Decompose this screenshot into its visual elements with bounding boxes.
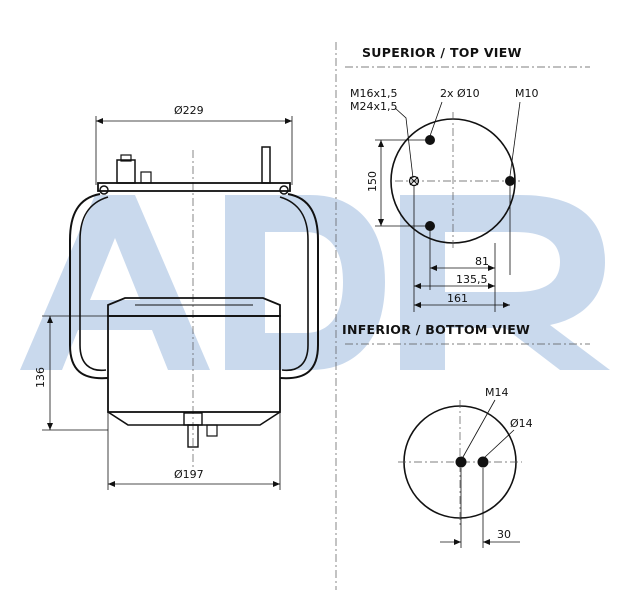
air-fitting (116, 159, 136, 184)
bottom-diameter-label: Ø197 (174, 468, 204, 481)
bottom-view: INFERIOR / BOTTOM VIEW M14 Ø14 30 (342, 322, 590, 548)
top-plate (97, 182, 291, 192)
dim-161-label: 161 (447, 292, 468, 305)
mounting-hole-bottom (425, 221, 435, 231)
bottom-view-title: INFERIOR / BOTTOM VIEW (342, 322, 530, 337)
height-label: 136 (34, 367, 47, 388)
rubber-bellow (69, 193, 319, 380)
dim-150-label: 150 (366, 171, 379, 192)
dim-81-label: 81 (475, 255, 489, 268)
mounting-stud (261, 146, 271, 184)
stud-m14-label: M14 (485, 386, 509, 399)
top-diameter-label: Ø229 (174, 104, 204, 117)
watermark-logo (20, 195, 610, 370)
hole-14 (477, 456, 489, 468)
stud-label: M10 (515, 87, 539, 100)
air-inlet (408, 175, 420, 187)
stud-m10 (505, 176, 515, 186)
holes-label: 2x Ø10 (440, 87, 480, 100)
dim-30-label: 30 (497, 528, 511, 541)
hole-14-label: Ø14 (510, 417, 533, 430)
mounting-hole-top (425, 135, 435, 145)
side-view: Ø229 136 Ø197 (34, 104, 319, 490)
thread-label-m16: M16x1,5 (350, 87, 398, 100)
thread-label-m24: M24x1,5 (350, 100, 398, 113)
top-view-title: SUPERIOR / TOP VIEW (362, 45, 522, 60)
stud-m14 (455, 456, 467, 468)
top-view: SUPERIOR / TOP VIEW M16x1,5 M24x1,5 2x Ø… (345, 45, 590, 312)
dim-135-label: 135,5 (456, 273, 488, 286)
